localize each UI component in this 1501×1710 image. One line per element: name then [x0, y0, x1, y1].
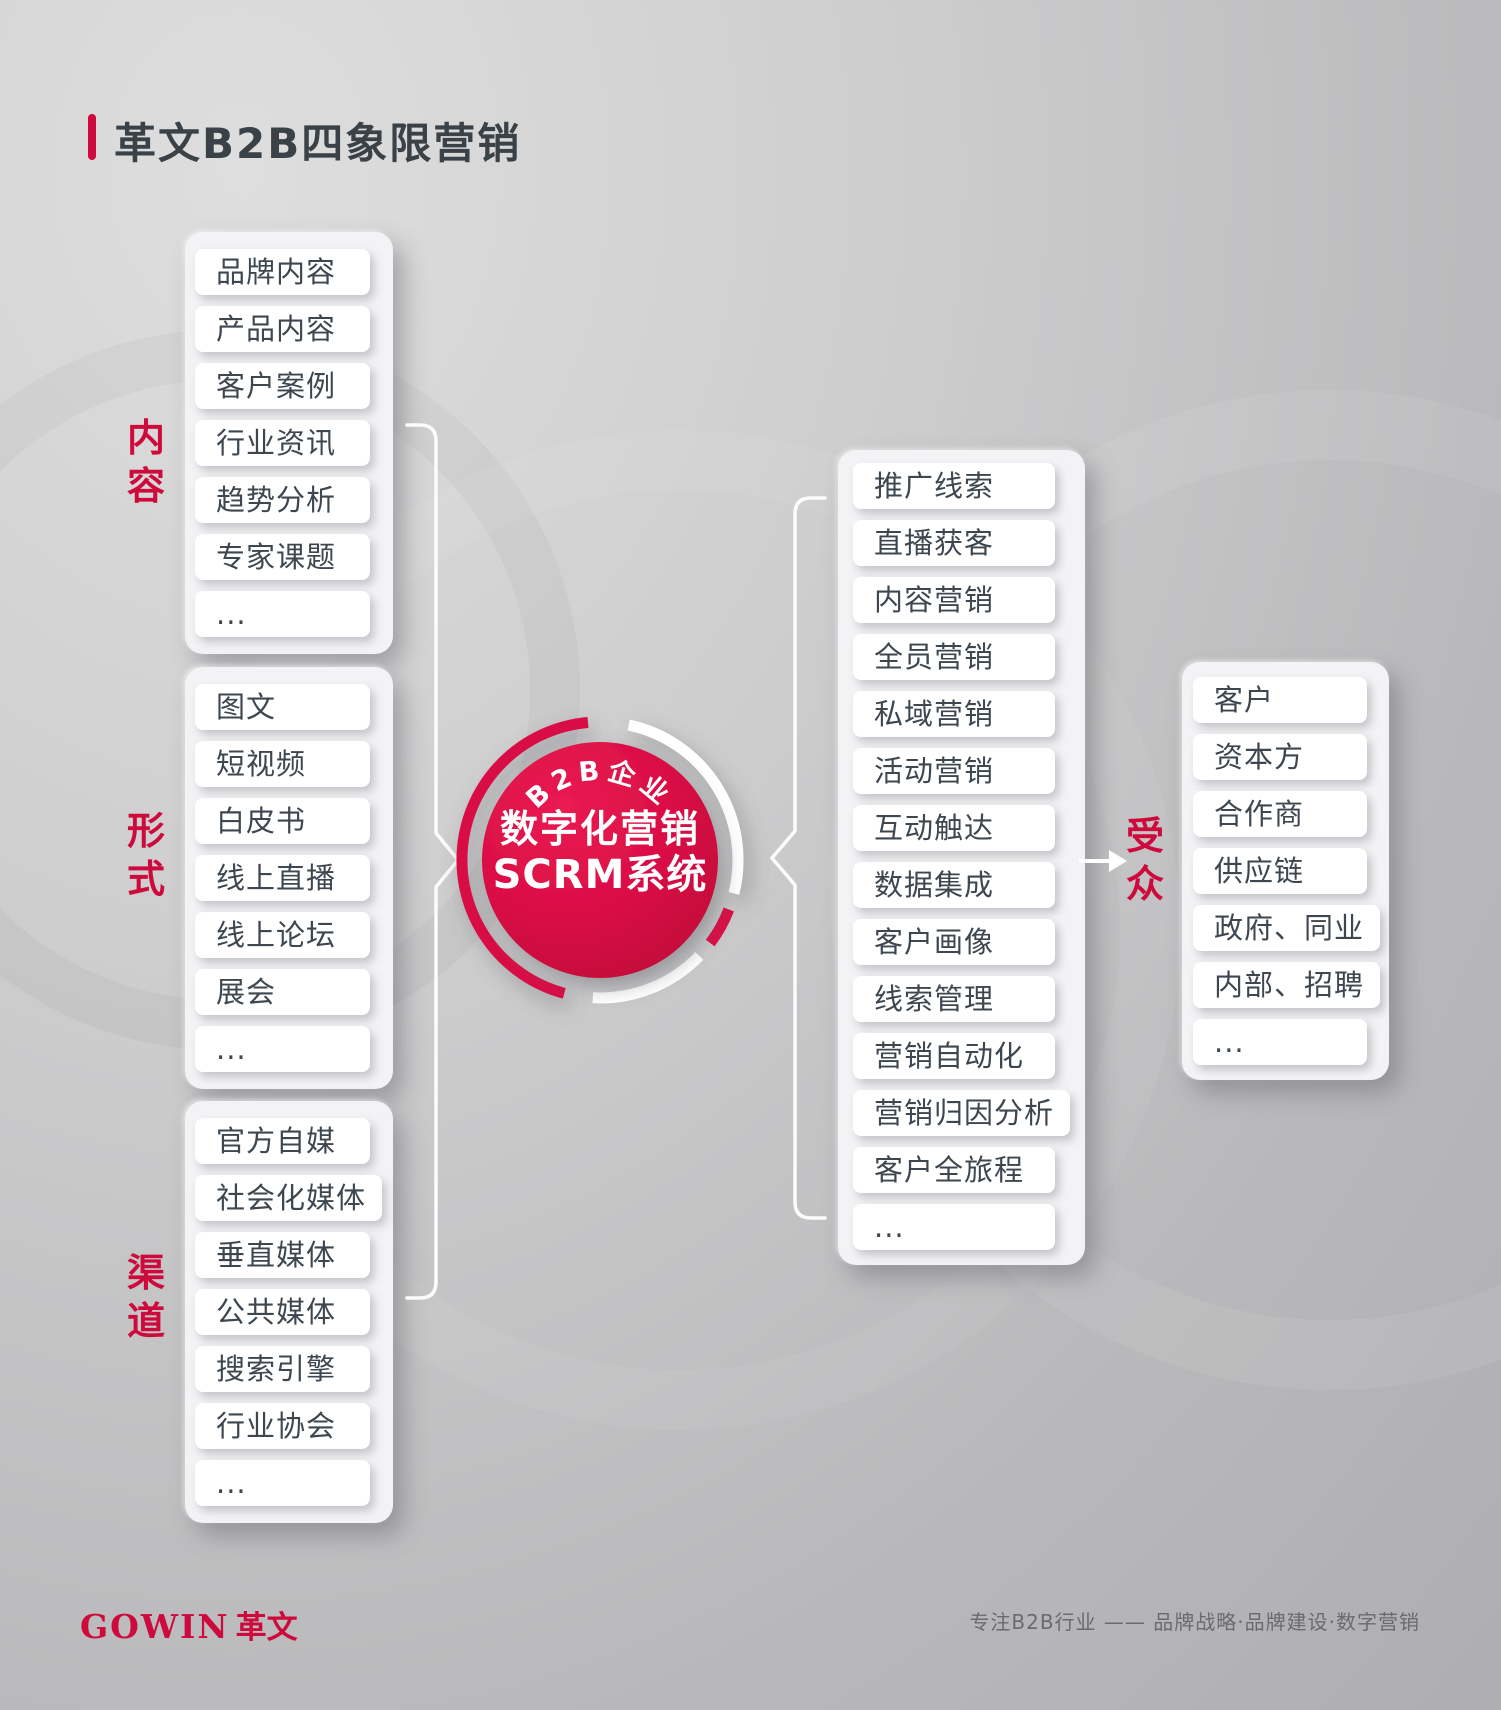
footer-tagline: 专注B2B行业 —— 品牌战略·品牌建设·数字营销 [969, 1610, 1420, 1634]
list-item: ... [195, 1026, 370, 1072]
footer-logo-cn: 革文 [235, 1610, 298, 1646]
list-item: 直播获客 [853, 520, 1055, 566]
quadrant-label-format: 形式 [126, 809, 165, 901]
list-item: 政府、同业 [1193, 905, 1381, 951]
quadrant-card-format: 图文短视频白皮书线上直播线上论坛展会... [185, 667, 393, 1089]
list-item: 白皮书 [195, 798, 370, 844]
list-item: 社会化媒体 [195, 1175, 383, 1221]
list-item: 全员营销 [853, 634, 1055, 680]
list-item: 搜索引擎 [195, 1346, 370, 1392]
circle-title-line2: SCRM系统 [493, 852, 708, 898]
list-item: 行业协会 [195, 1403, 370, 1449]
list-item: 垂直媒体 [195, 1232, 370, 1278]
list-item: 图文 [195, 684, 370, 730]
list-item: 趋势分析 [195, 477, 370, 523]
title-accent-bar [88, 114, 96, 160]
page-title: 革文B2B四象限营销 [114, 119, 522, 168]
list-item: 线索管理 [853, 976, 1055, 1022]
quadrant-card-channel: 官方自媒社会化媒体垂直媒体公共媒体搜索引擎行业协会... [185, 1101, 393, 1523]
circle-title-line1: 数字化营销 [500, 807, 700, 851]
list-item: 产品内容 [195, 306, 370, 352]
flow-arrow-icon [1079, 850, 1127, 872]
list-item: 内部、招聘 [1193, 962, 1381, 1008]
list-item: 互动触达 [853, 805, 1055, 851]
audience-label: 受众 [1125, 814, 1164, 906]
list-item: 客户案例 [195, 363, 370, 409]
list-item: 客户画像 [853, 919, 1055, 965]
quadrant-label-channel: 渠道 [126, 1251, 165, 1343]
quadrant-label-content: 内容 [126, 416, 165, 508]
list-item: 营销归因分析 [853, 1090, 1071, 1136]
list-item: 内容营销 [853, 577, 1055, 623]
circle-disc [482, 742, 718, 978]
list-item: 展会 [195, 969, 370, 1015]
list-item: ... [195, 591, 370, 637]
circle-ring [456, 717, 744, 1004]
list-item: 官方自媒 [195, 1118, 370, 1164]
list-item: 资本方 [1193, 734, 1367, 780]
list-item: 营销自动化 [853, 1033, 1055, 1079]
center-circle: B2B企业 数字化营销 SCRM系统 [456, 717, 744, 1004]
quadrant-card-content: 品牌内容产品内容客户案例行业资讯趋势分析专家课题... [185, 232, 393, 654]
audience-card: 客户资本方合作商供应链政府、同业内部、招聘... [1182, 662, 1389, 1080]
capabilities-card: 推广线索直播获客内容营销全员营销私域营销活动营销互动触达数据集成客户画像线索管理… [838, 450, 1085, 1265]
list-item: 线上论坛 [195, 912, 370, 958]
list-item: 行业资讯 [195, 420, 370, 466]
list-item: 公共媒体 [195, 1289, 370, 1335]
right-bracket [769, 496, 827, 1220]
list-item: 私域营销 [853, 691, 1055, 737]
list-item: 数据集成 [853, 862, 1055, 908]
list-item: 短视频 [195, 741, 370, 787]
list-item: 客户全旅程 [853, 1147, 1055, 1193]
list-item: 品牌内容 [195, 249, 370, 295]
list-item: 推广线索 [853, 463, 1055, 509]
list-item: 合作商 [1193, 791, 1367, 837]
list-item: 供应链 [1193, 848, 1367, 894]
list-item: ... [1193, 1019, 1367, 1065]
list-item: 客户 [1193, 677, 1367, 723]
list-item: ... [195, 1460, 370, 1506]
list-item: 专家课题 [195, 534, 370, 580]
footer-logo-latin: GOWIN [80, 1607, 230, 1646]
list-item: 活动营销 [853, 748, 1055, 794]
list-item: 线上直播 [195, 855, 370, 901]
list-item: ... [853, 1204, 1055, 1250]
